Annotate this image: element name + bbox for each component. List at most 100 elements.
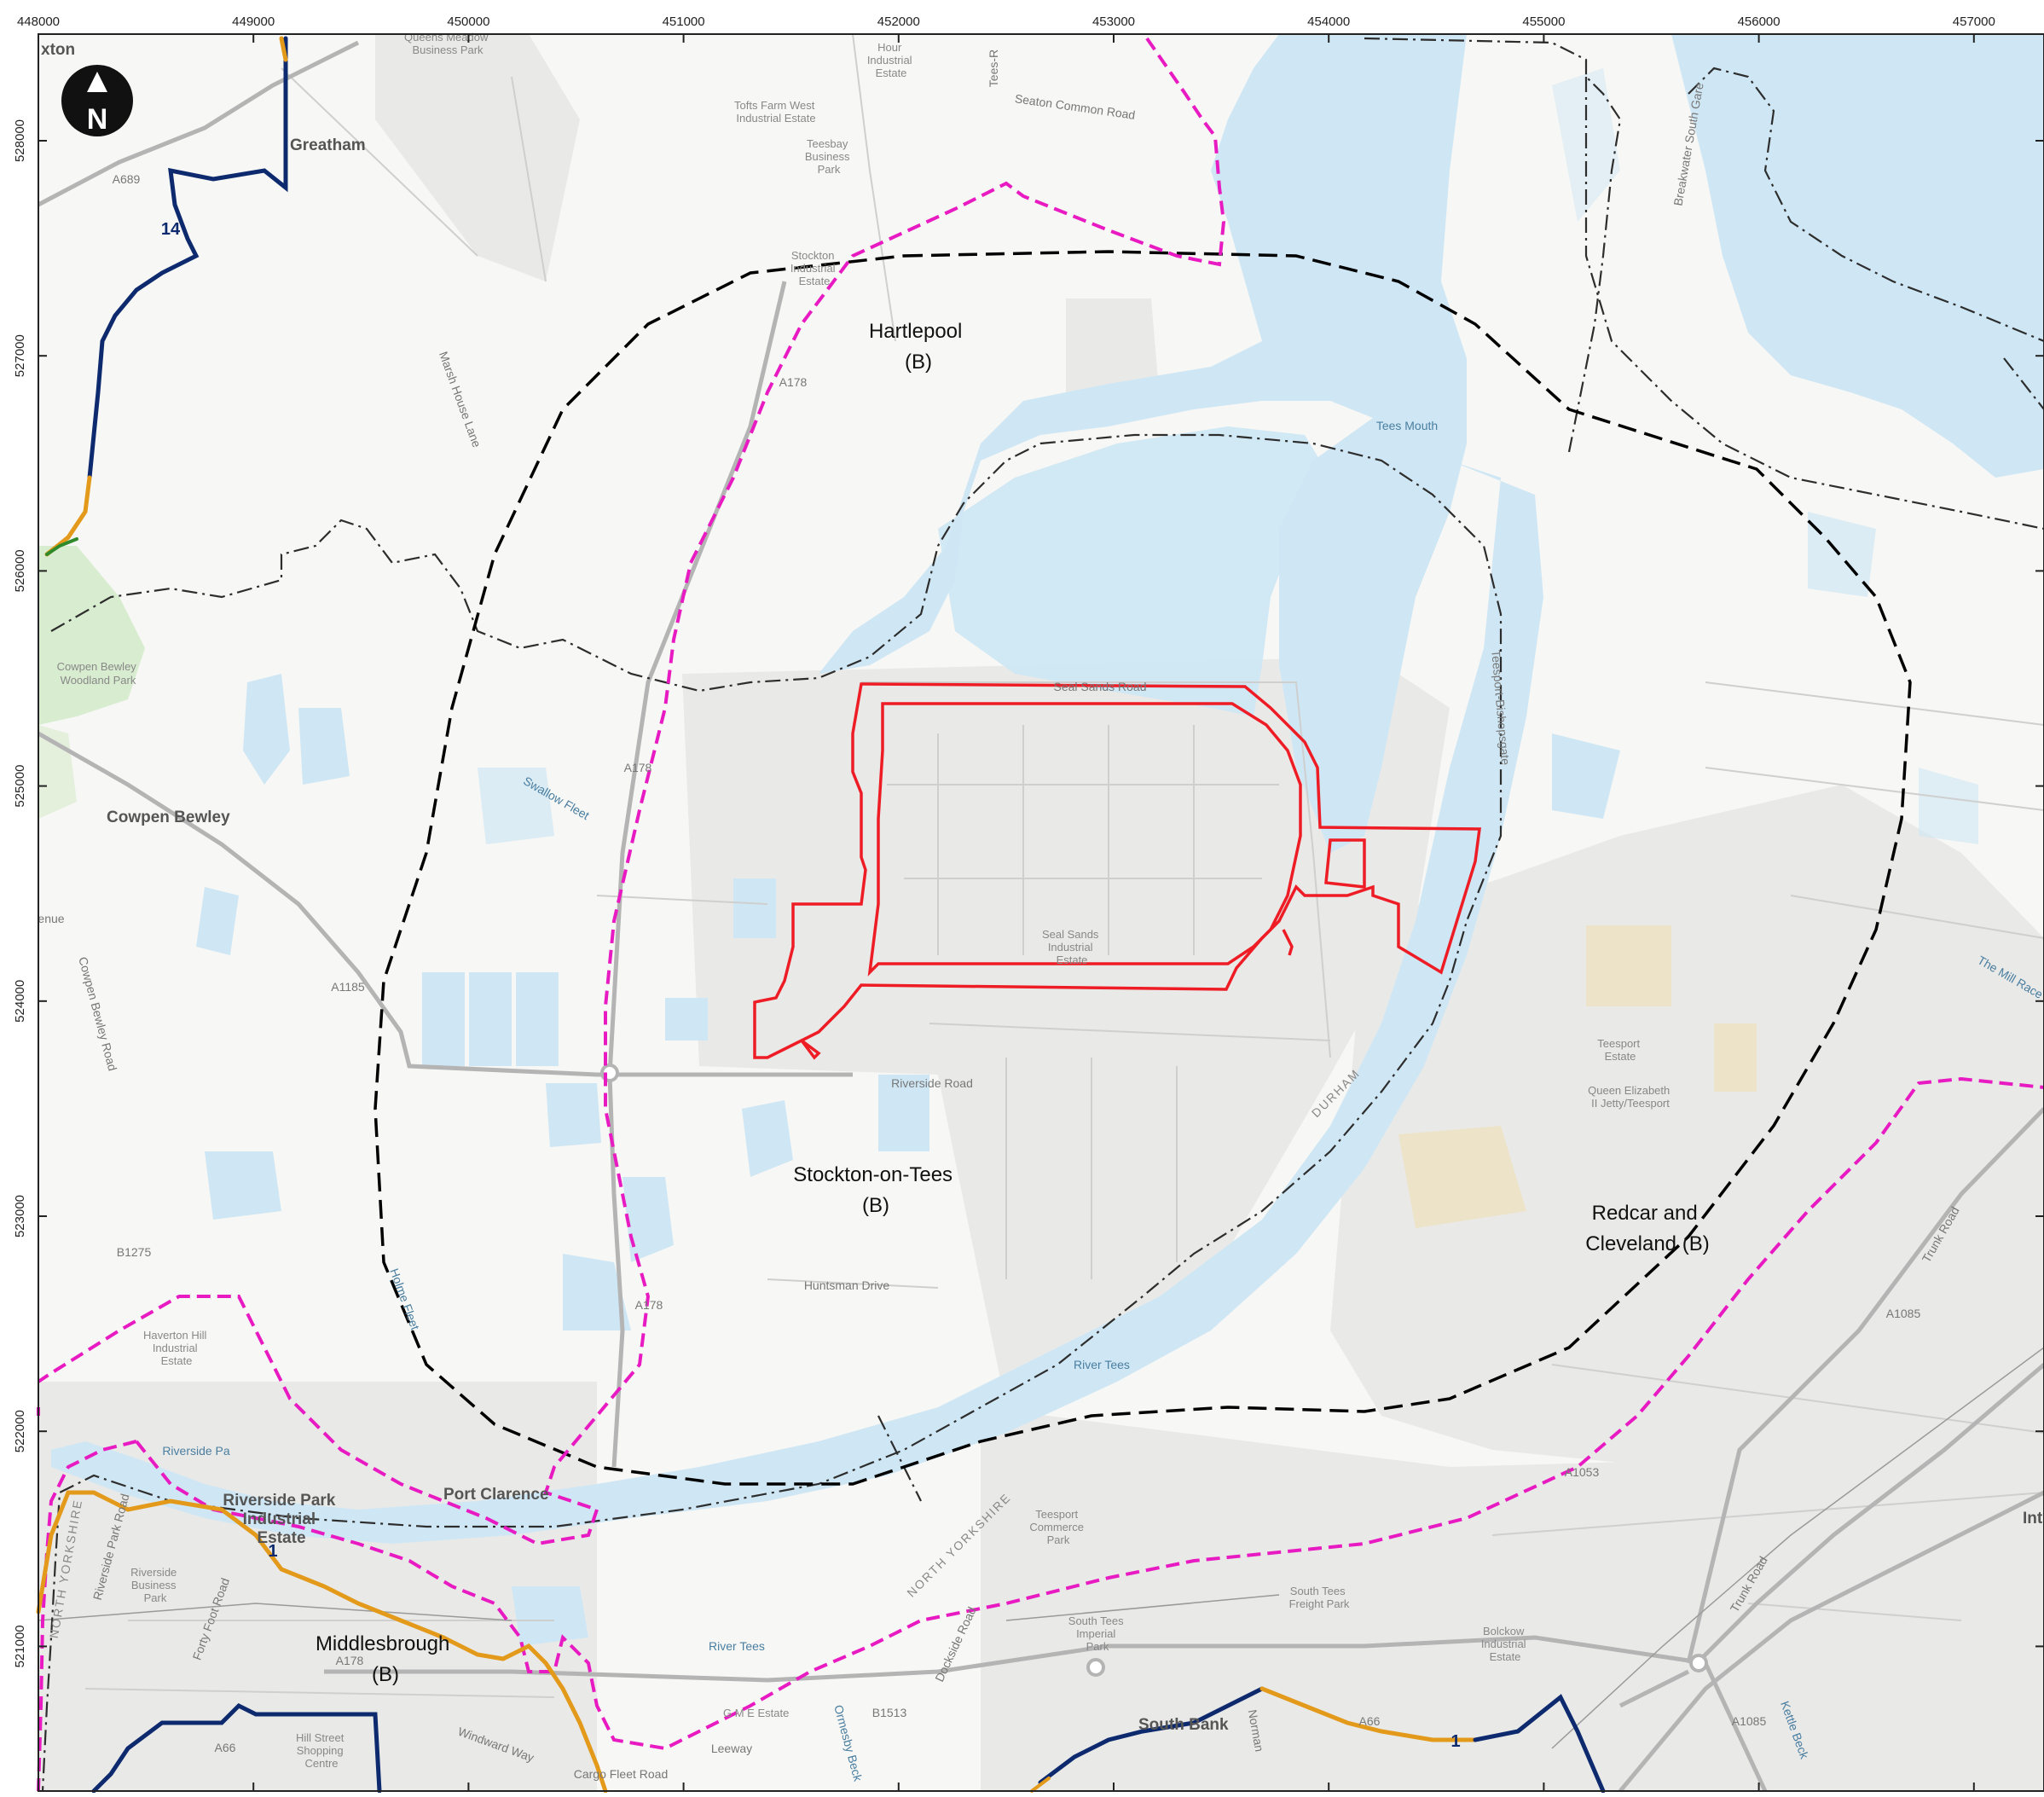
road-huntsman: Huntsman Drive [804, 1278, 890, 1292]
route-orange-top [279, 36, 288, 62]
map-frame [38, 33, 2044, 1792]
cowpen-woodland-park [38, 546, 145, 725]
poi-teesbay: Teesbay Business Park [805, 137, 853, 176]
route-green [45, 537, 78, 556]
road-a178b: A178 [624, 761, 652, 774]
x-tick-label: 451000 [663, 14, 705, 29]
route-navy-southbank [1038, 1686, 1265, 1785]
y-tick-label: 524000 [13, 980, 27, 1023]
place-greatham: Greatham [290, 136, 366, 154]
place-riverside-park: Riverside Park Industrial Estate [223, 1492, 339, 1547]
x-tick-label: 457000 [1953, 14, 1995, 29]
y-tick-label: 522000 [13, 1410, 27, 1452]
x-tick-label: 456000 [1738, 14, 1781, 29]
road-a66b: A66 [215, 1741, 236, 1754]
roundabout [1689, 1654, 1708, 1672]
water-river-tees-a: River Tees [1074, 1358, 1130, 1371]
road-b1513: B1513 [872, 1706, 907, 1719]
poi-cowpen-woodland: Cowpen Bewley Woodland Park [57, 660, 140, 687]
road-seal-sands: Seal Sands Road [1054, 680, 1147, 693]
x-tick-label: 452000 [877, 14, 920, 29]
road-riverside: Riverside Road [891, 1076, 973, 1090]
poi-riverside-business: Riverside Business Park [130, 1566, 180, 1604]
minor-roads [84, 33, 2044, 1698]
place-port-clarence: Port Clarence [443, 1486, 549, 1504]
poi-graythorp: Hour Industrial Estate [867, 41, 915, 79]
poi-south-tees-freight: South Tees Freight Park [1289, 1585, 1350, 1610]
route-orange-1-west [36, 1490, 608, 1794]
road-a178a: A178 [779, 375, 808, 389]
place-south-bank: South Bank [1138, 1716, 1229, 1734]
place-aston: xton [41, 41, 75, 59]
road-a178c: A178 [635, 1298, 663, 1312]
poi-tofts-farm: Tofts Farm West Industrial Estate [734, 99, 818, 125]
railways [38, 1347, 2044, 1749]
admin-venue: enue [38, 912, 64, 925]
road-b1275: B1275 [117, 1245, 152, 1259]
route-label-14: 14 [161, 220, 181, 239]
x-tick-label: 449000 [232, 14, 275, 29]
route-orange-southbank [1259, 1686, 1478, 1742]
route-navy-east [1473, 1694, 1606, 1794]
road-a66a: A66 [1359, 1714, 1381, 1728]
place-inte: Inte [2023, 1510, 2044, 1527]
road-a1053: A1053 [1565, 1465, 1600, 1479]
routes [36, 36, 1606, 1794]
poi-queen-elizabeth: Queen Elizabeth II Jetty/Teesport [1588, 1084, 1673, 1110]
poi-bolckow: Bolckow Industrial Estate [1481, 1625, 1529, 1663]
authority-label-stockton: Stockton-on-Tees (B) [793, 1163, 958, 1217]
x-tick-label: 450000 [447, 14, 489, 29]
road-leeway: Leeway [711, 1742, 752, 1755]
x-axis-ticks: 448000 449000 450000 451000 452000 453000 4540… [17, 14, 1995, 1791]
water-river-tees-b: River Tees [709, 1639, 765, 1653]
site-boundary[interactable] [753, 682, 1481, 1060]
poi-south-tees-imperial: South Tees Imperial Park [1068, 1614, 1126, 1653]
y-tick-label: 526000 [13, 549, 27, 592]
route-navy-south [91, 1702, 382, 1794]
x-tick-label: 454000 [1307, 14, 1350, 29]
teesport-highlights [1398, 925, 1757, 1228]
road-a1185: A1185 [331, 980, 365, 994]
north-arrow: N [61, 65, 133, 136]
route-orange-east [1030, 1777, 1051, 1793]
poi-hill-street: Hill Street Shopping Centre [296, 1731, 347, 1770]
x-tick-label: 448000 [17, 14, 60, 29]
route-label-1-west: 1 [268, 1542, 277, 1561]
road-a689: A689 [113, 172, 141, 186]
road-tees: Tees-R [987, 49, 1000, 87]
y-tick-label: 525000 [13, 765, 27, 808]
industrial-areas [38, 34, 2044, 1791]
route-label-1-east: 1 [1450, 1732, 1460, 1751]
poi-teesport-commerce: Teesport Commerce Park [1029, 1508, 1086, 1546]
y-tick-label: 528000 [13, 119, 27, 162]
road-a1085b: A1085 [1732, 1714, 1767, 1728]
place-cowpen-bewley: Cowpen Bewley [107, 809, 230, 826]
poi-seal-sands: Seal Sands Industrial Estate [1042, 928, 1102, 966]
x-tick-label: 455000 [1522, 14, 1565, 29]
water-bodies [51, 34, 2044, 1646]
poi-stockton-ind: Stockton Industrial Estate [790, 249, 838, 287]
authority-label-middlesbrough: Middlesbrough (B) [316, 1632, 455, 1686]
x-tick-label: 453000 [1092, 14, 1135, 29]
y-tick-label: 521000 [13, 1625, 27, 1667]
route-navy-14 [87, 36, 288, 480]
poi-teesport-estate: Teesport Estate [1597, 1037, 1643, 1063]
poi-gme: G M E Estate [723, 1707, 789, 1719]
y-tick-label: 523000 [13, 1195, 27, 1238]
authority-label-hartlepool: Hartlepool (B) [869, 320, 968, 374]
road-a1085a: A1085 [1886, 1307, 1921, 1320]
authority-label-redcar: Redcar and Cleveland (B) [1585, 1202, 1709, 1255]
study-area-boundary [373, 250, 1912, 1486]
county-boundaries [41, 37, 2044, 1792]
water-tees-mouth: Tees Mouth [1376, 419, 1438, 432]
north-arrow-label: N [87, 103, 108, 136]
poi-haverton: Haverton Hill Industrial Estate [143, 1329, 210, 1367]
y-axis-ticks: 528000 527000 526000 525000 524000 523000 5220… [13, 119, 2044, 1667]
y-tick-label: 527000 [13, 334, 27, 377]
road-a178d: A178 [336, 1654, 364, 1667]
roundabout [1086, 1658, 1105, 1677]
road-cargo-fleet: Cargo Fleet Road [574, 1767, 669, 1781]
water-riverside-pond: Riverside Pa [162, 1444, 230, 1458]
